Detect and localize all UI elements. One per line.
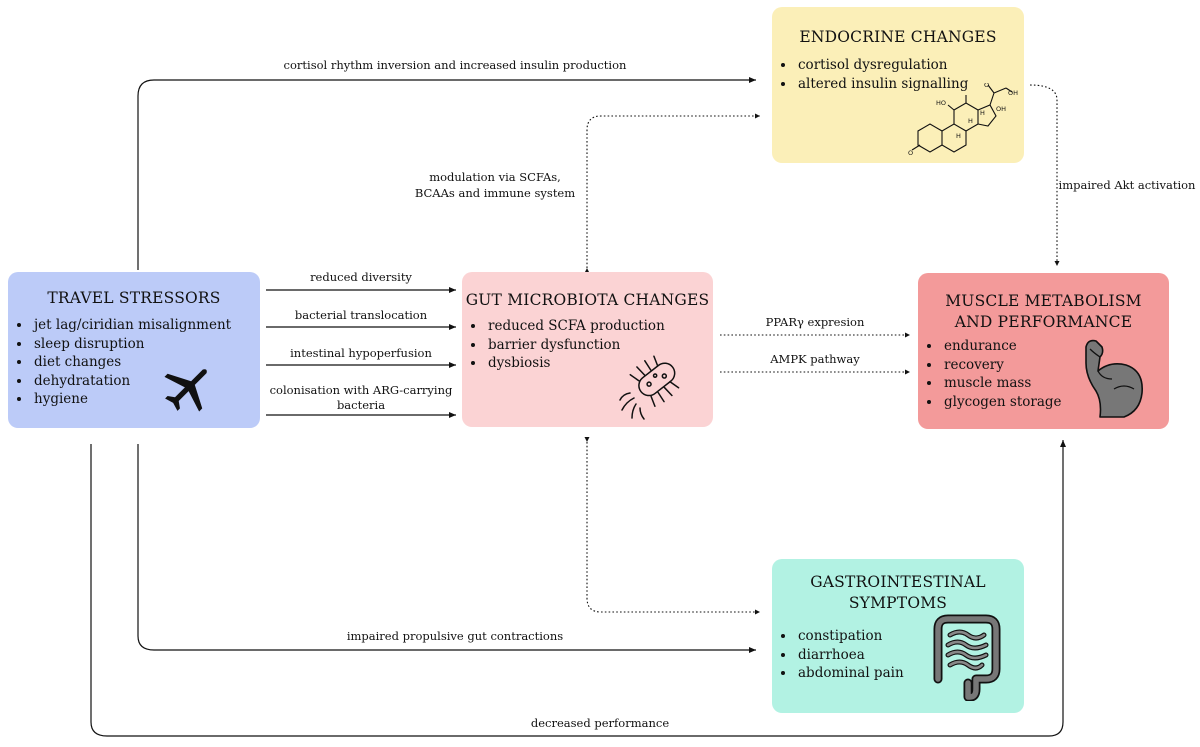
list-item: endurance (942, 337, 1062, 356)
flexed-arm-icon (1085, 339, 1143, 418)
muscle-metabolism-title-1: MUSCLE METABOLISM (945, 292, 1142, 310)
gi-symptoms-box: GASTROINTESTINAL SYMPTOMS constipation d… (772, 559, 1024, 713)
label-bacterial-translocation: bacterial translocation (294, 308, 428, 322)
intestines-icon (933, 614, 1001, 701)
list-item: barrier dysfunction (486, 336, 665, 355)
label-decreased-performance: decreased performance (530, 716, 670, 730)
list-item: reduced SCFA production (486, 317, 665, 336)
label-modulation-1: modulation via SCFAs, (429, 170, 561, 184)
gut-microbiota-box: GUT MICROBIOTA CHANGES reduced SCFA prod… (462, 272, 713, 427)
list-item: altered insulin signalling (796, 75, 968, 94)
edge-modulation-endocrine (584, 113, 760, 273)
label-colonisation-2: bacteria (336, 398, 386, 412)
label-cortisol: cortisol rhythm inversion and increased … (283, 58, 627, 72)
list-item: cortisol dysregulation (796, 56, 968, 75)
muscle-metabolism-list: endurance recovery muscle mass glycogen … (918, 337, 1062, 411)
gut-microbiota-list: reduced SCFA production barrier dysfunct… (462, 317, 665, 373)
travel-stressors-list: jet lag/ciridian misalignment sleep disr… (8, 316, 231, 409)
travel-stressors-box: TRAVEL STRESSORS jet lag/ciridian misali… (8, 272, 260, 428)
molecule-label-h-1: H (968, 117, 973, 125)
list-item: diarrhoea (796, 646, 904, 665)
gi-symptoms-list: constipation diarrhoea abdominal pain (772, 627, 904, 683)
list-item: dehydratation (32, 372, 231, 391)
molecule-label-oh-2: OH (996, 105, 1006, 113)
list-item: recovery (942, 356, 1062, 375)
label-modulation-2: BCAAs and immune system (414, 186, 576, 200)
endocrine-changes-box: ENDOCRINE CHANGES cortisol dysregulation… (772, 7, 1024, 163)
molecule-label-h-2: H (980, 109, 985, 117)
endocrine-changes-title: ENDOCRINE CHANGES (799, 28, 997, 46)
label-intestinal-hypoperfusion: intestinal hypoperfusion (290, 346, 432, 360)
label-colonisation-1: colonisation with ARG-carrying (269, 383, 453, 397)
edge-propulsive (137, 444, 756, 653)
edge-modulation-gi (584, 437, 760, 615)
edge-akt (1029, 84, 1060, 266)
gi-symptoms-title-2: SYMPTOMS (848, 594, 948, 612)
list-item: dysbiosis (486, 354, 665, 373)
list-item: sleep disruption (32, 335, 231, 354)
muscle-metabolism-box: MUSCLE METABOLISM AND PERFORMANCE endura… (918, 273, 1169, 429)
travel-stressors-title: TRAVEL STRESSORS (47, 289, 221, 307)
molecule-label-h-3: H (956, 132, 961, 140)
list-item: diet changes (32, 353, 231, 372)
endocrine-changes-list: cortisol dysregulation altered insulin s… (772, 56, 968, 93)
bacterium-icon (619, 355, 680, 420)
molecule-label-oh: OH (1008, 89, 1018, 97)
muscle-metabolism-title-2: AND PERFORMANCE (954, 313, 1133, 331)
list-item: muscle mass (942, 374, 1062, 393)
list-item: jet lag/ciridian misalignment (32, 316, 231, 335)
list-item: constipation (796, 627, 904, 646)
list-item: glycogen storage (942, 393, 1062, 412)
gut-microbiota-title: GUT MICROBIOTA CHANGES (465, 291, 710, 309)
cortisol-molecule-icon: HO OH O OH O H H H (908, 83, 1018, 157)
edge-cortisol (137, 77, 756, 270)
label-ppar: PPARγ expresion (765, 315, 865, 329)
label-propulsive: impaired propulsive gut contractions (346, 629, 564, 643)
label-akt: impaired Akt activation (1058, 178, 1196, 192)
gi-symptoms-title-1: GASTROINTESTINAL (810, 573, 986, 591)
airplane-icon (164, 369, 207, 412)
edge-decreased-performance (90, 440, 1066, 737)
label-ampk: AMPK pathway (770, 352, 860, 366)
molecule-label-ketone-o: O (984, 83, 989, 89)
list-item: abdominal pain (796, 664, 904, 683)
molecule-label-ho: HO (936, 99, 946, 107)
label-reduced-diversity: reduced diversity (310, 270, 412, 284)
list-item: hygiene (32, 390, 231, 409)
molecule-label-o: O (908, 149, 913, 157)
